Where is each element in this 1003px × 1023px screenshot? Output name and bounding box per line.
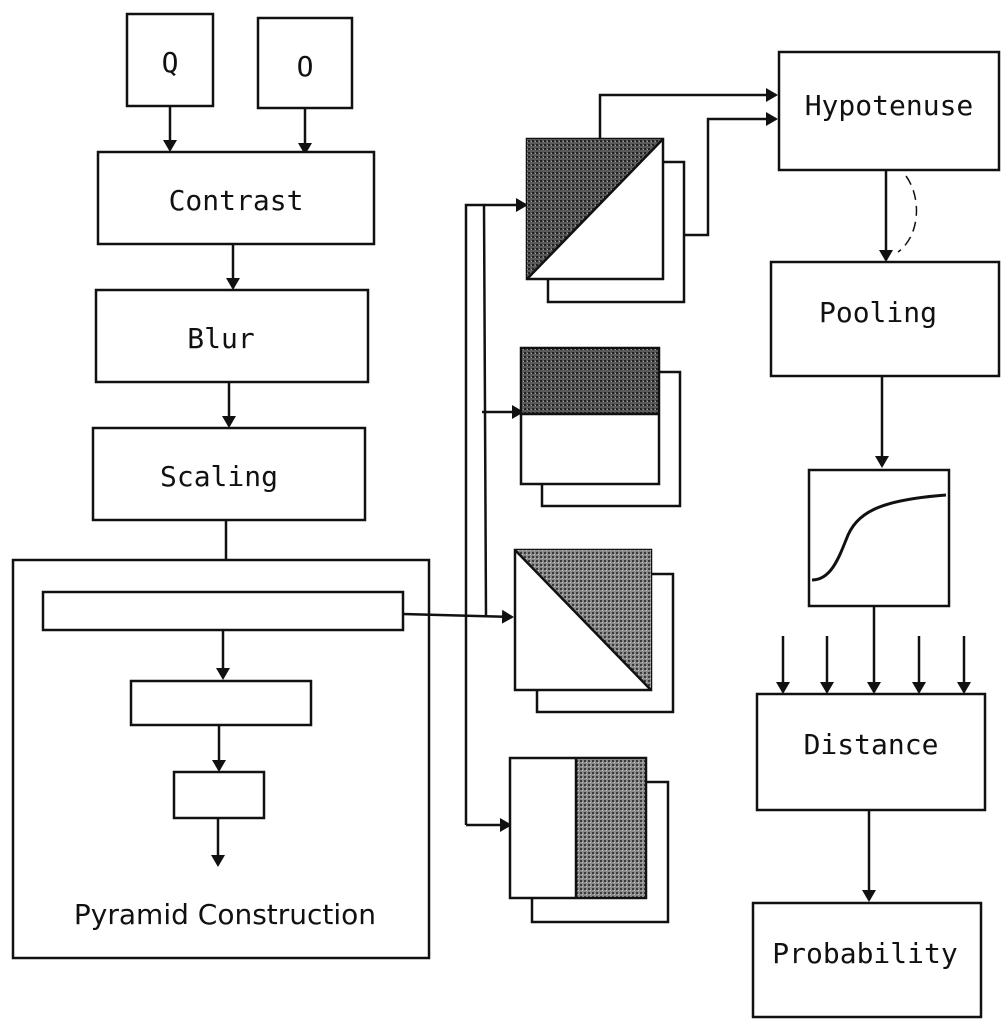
scaling-box: Scaling [91,426,367,522]
pyramid-level-2 [129,679,313,727]
feedback-curve [897,175,918,253]
pyramid-construction-label: Pyramid Construction [74,898,376,931]
arrow-filter-to-hypotenuse-1 [598,88,778,139]
contrast-label: Contrast [169,184,304,217]
pyramid-construction-box: Pyramid Construction [11,558,431,960]
orientation-filter-vertical [508,756,670,924]
scaling-label: Scaling [160,460,278,493]
contrast-box: Contrast [96,150,376,246]
orientation-filter-diagonal-2 [513,548,675,714]
pyramid-level-3 [172,770,266,820]
hypotenuse-box: Hypotenuse [777,50,1001,172]
arrow-pyramid-to-filter-3 [402,609,514,624]
arrow-filter-to-hypotenuse-2 [684,112,778,237]
distance-label: Distance [804,728,939,761]
input-o-label: O [297,50,314,83]
blur-box: Blur [94,288,370,384]
transducer-box [807,468,951,608]
sigmoid-curve [811,493,947,582]
input-q-label: Q [162,46,179,79]
pyramid-level-1 [41,590,405,632]
pooling-label: Pooling [819,296,937,329]
distance-box: Distance [755,692,987,812]
input-o-box: O [256,16,354,110]
orientation-filter-horizontal [519,346,682,508]
input-q-box: Q [125,12,215,108]
blur-label: Blur [187,322,254,355]
filter-bus-line [464,203,488,825]
probability-label: Probability [772,937,957,970]
orientation-filter-diagonal-1 [525,137,686,304]
probability-box: Probability [751,901,983,1019]
pooling-box: Pooling [769,260,1001,378]
hypotenuse-label: Hypotenuse [805,89,974,122]
